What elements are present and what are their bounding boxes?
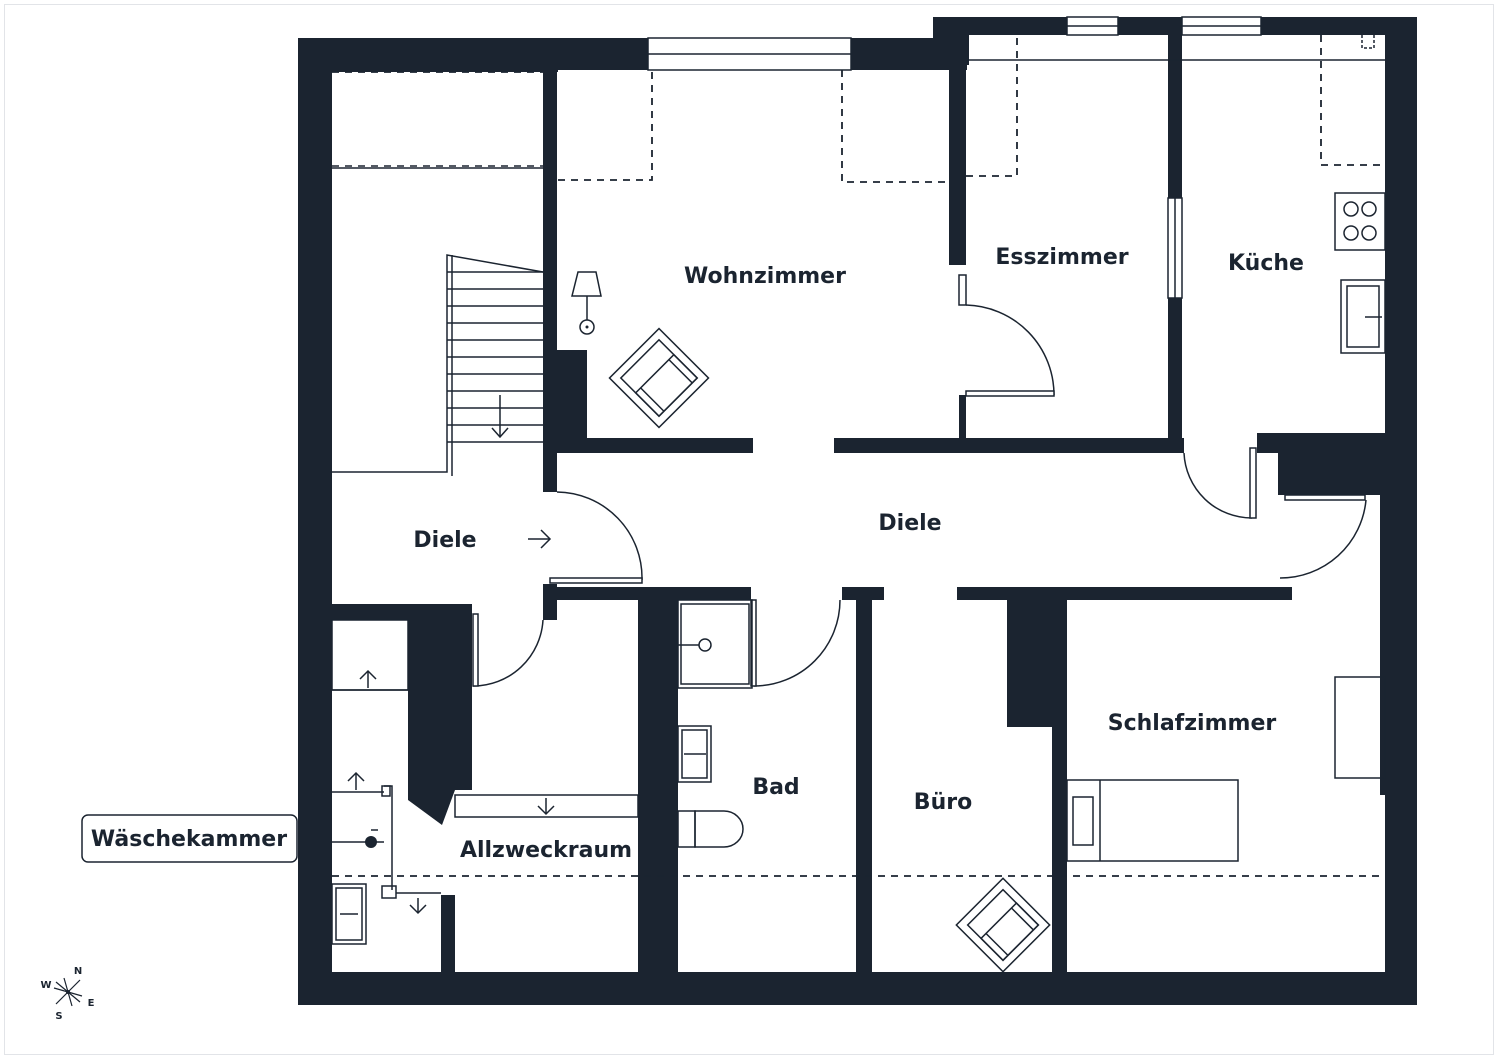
room-label-diele-main: Diele — [878, 511, 941, 536]
armchair-icon — [608, 327, 710, 429]
compass-rose-icon: N E S W — [40, 966, 94, 1022]
room-label-diele-left: Diele — [413, 528, 476, 553]
room-labels: Wohnzimmer Esszimmer Küche Diele Diele S… — [413, 245, 1304, 863]
laundry-fixtures — [331, 619, 441, 945]
wardrobe-icon — [1334, 676, 1386, 779]
room-label-esszimmer: Esszimmer — [995, 245, 1128, 270]
callout-label: Wäschekammer — [91, 827, 287, 852]
staircase — [332, 165, 544, 476]
armchair-icon — [955, 877, 1051, 973]
toilet-icon — [677, 810, 744, 848]
entry-arrow-icon — [528, 529, 552, 549]
bed-icon — [1066, 779, 1239, 862]
room-label-kueche: Küche — [1228, 251, 1304, 276]
stove-icon — [1334, 192, 1386, 251]
callout-waeschekammer: Wäschekammer — [81, 814, 298, 863]
room-label-schlafzimmer: Schlafzimmer — [1108, 711, 1277, 736]
shower-icon — [677, 599, 753, 689]
floor-lamp-icon — [571, 271, 602, 335]
room-label-wohnzimmer: Wohnzimmer — [684, 264, 846, 289]
interior-walls — [298, 35, 1385, 972]
sink-icon — [1340, 279, 1386, 354]
outer-walls — [298, 17, 1417, 1005]
room-label-bad: Bad — [752, 775, 799, 800]
windows — [647, 16, 1262, 299]
room-label-allzweckraum: Allzweckraum — [460, 838, 632, 863]
furniture — [331, 192, 1386, 973]
room-label-buero: Büro — [914, 790, 972, 815]
doors — [472, 274, 1367, 687]
compass-w: W — [40, 980, 51, 991]
wall-lines — [966, 31, 1385, 61]
ceiling-lines — [332, 35, 1385, 877]
compass-n: N — [74, 966, 82, 977]
compass-e: E — [88, 998, 95, 1009]
shelf-icon — [454, 794, 639, 818]
washbasin-icon — [677, 725, 712, 783]
compass-s: S — [55, 1011, 62, 1022]
